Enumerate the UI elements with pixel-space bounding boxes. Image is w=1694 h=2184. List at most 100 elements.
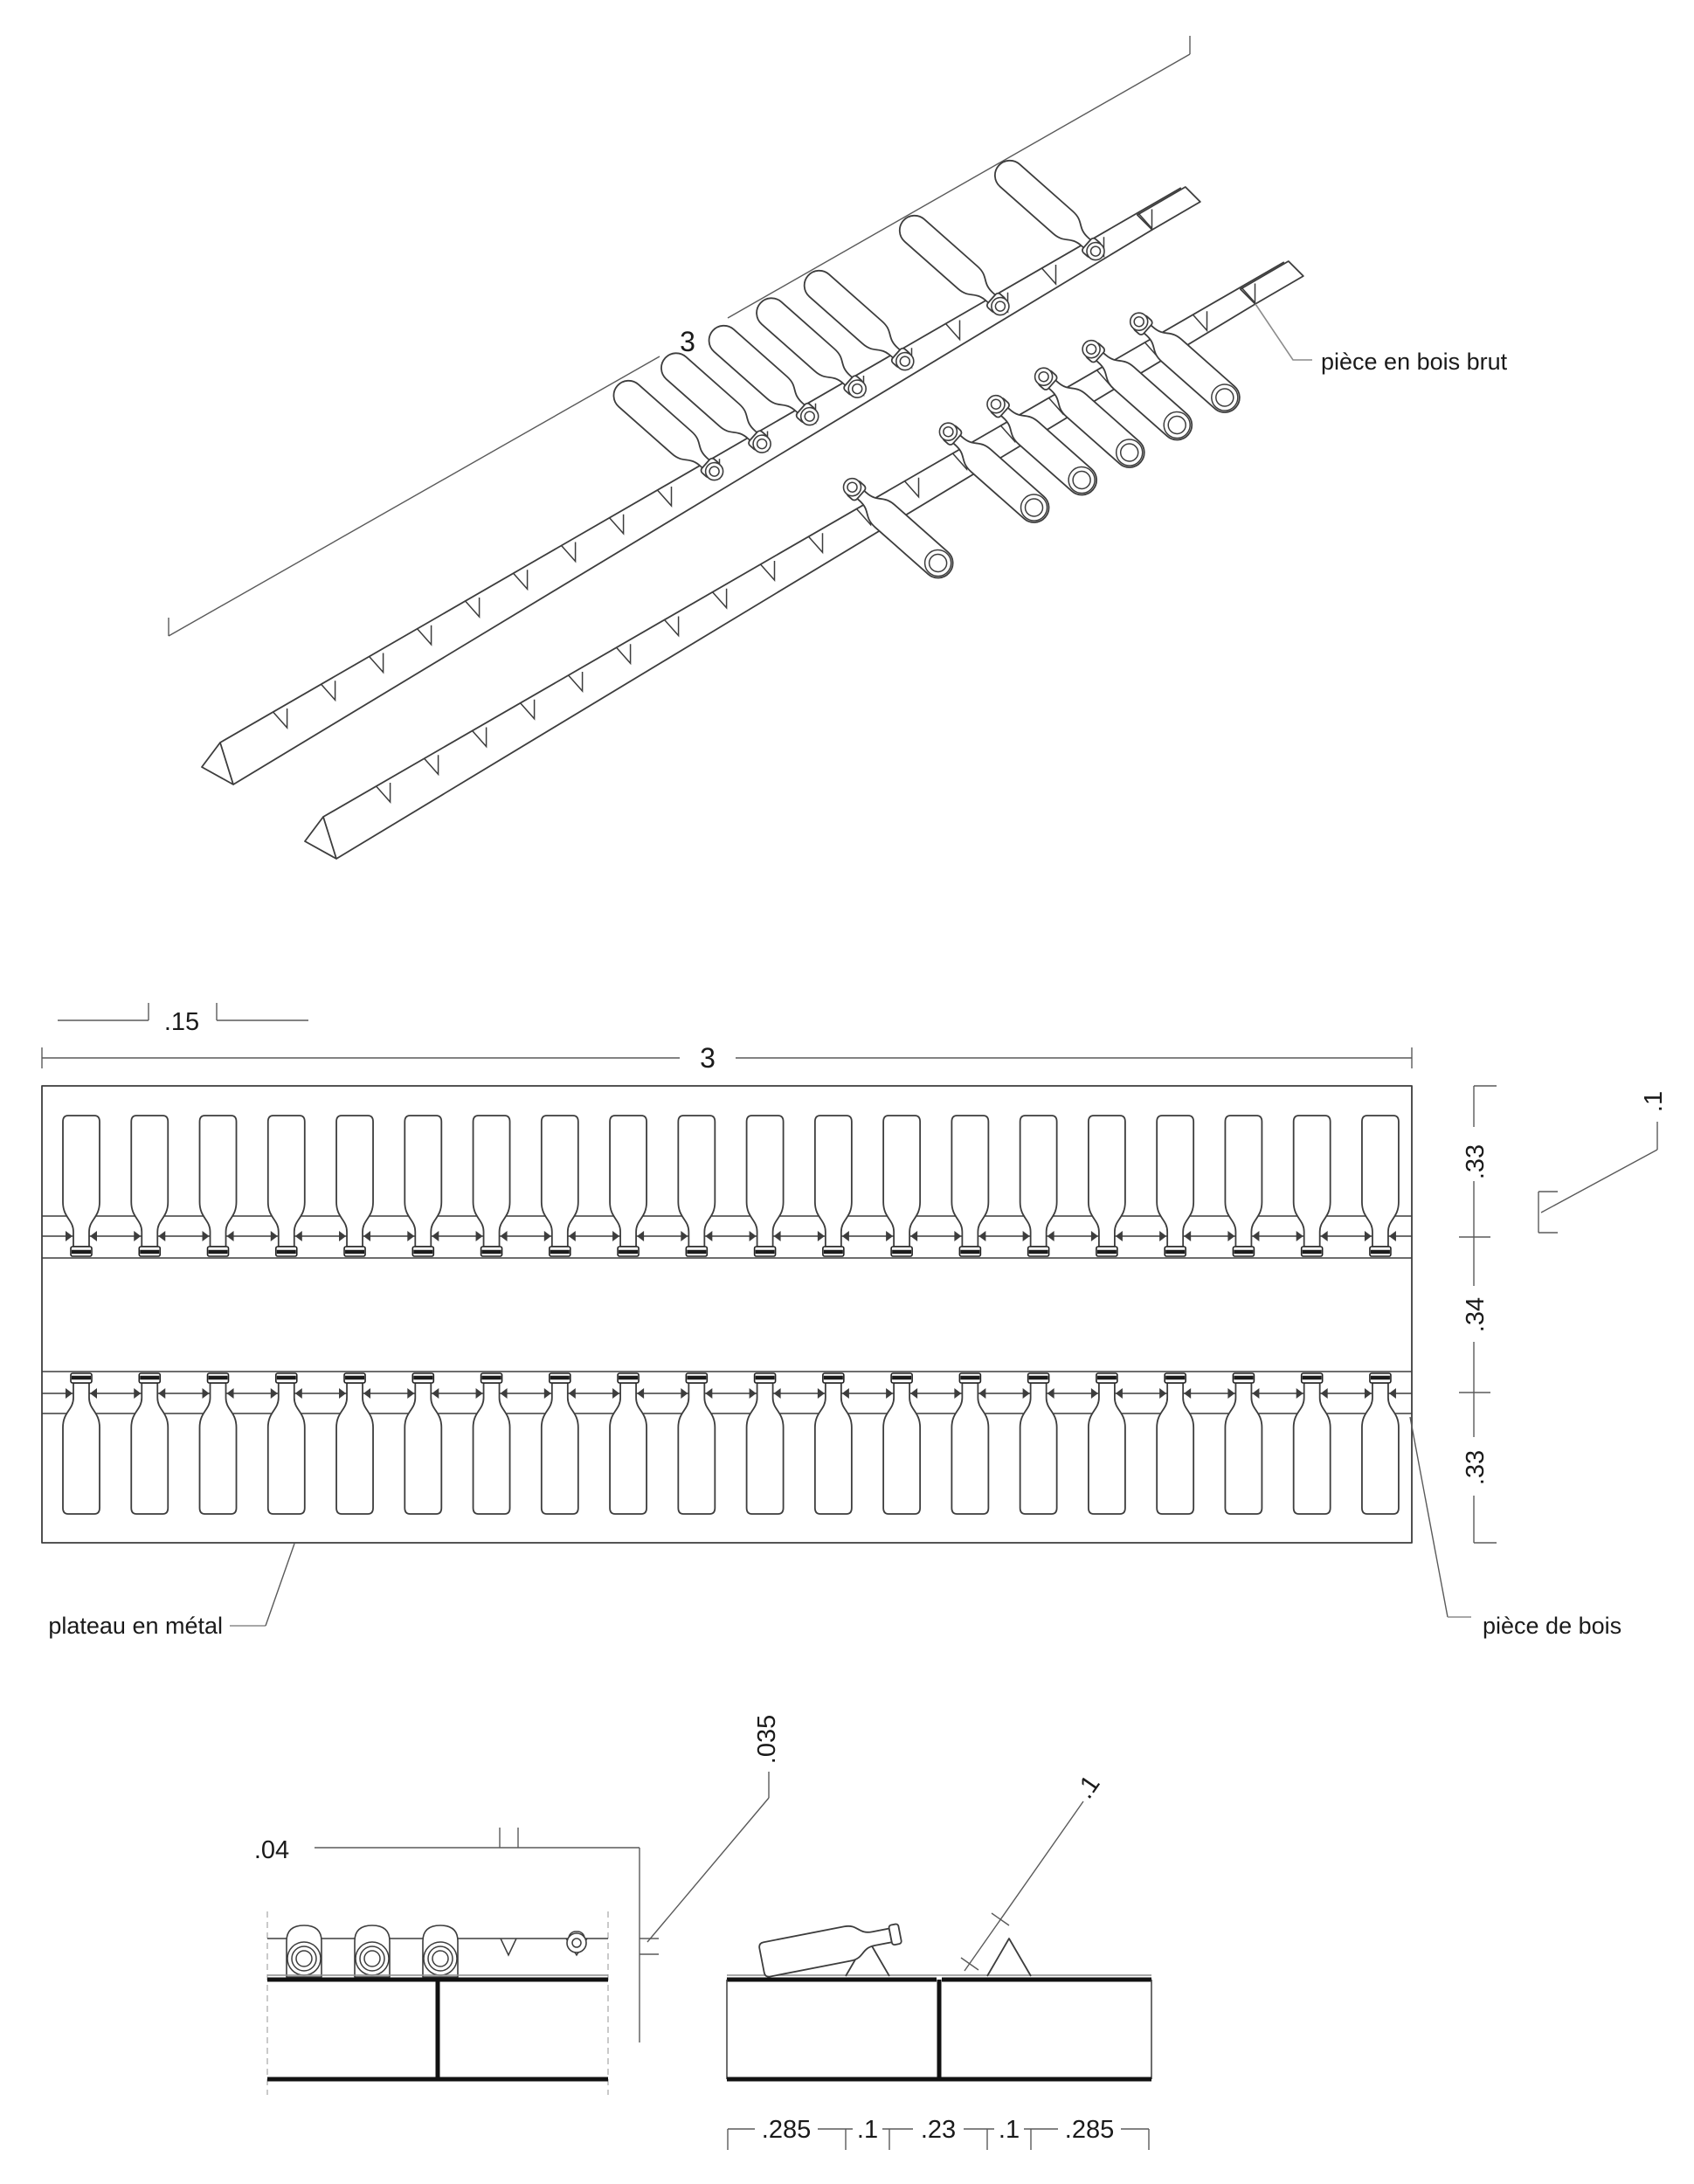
notch-mark [1320, 1231, 1328, 1241]
wine-bottle-top-row [745, 1115, 785, 1248]
bottle-base-ring [1211, 384, 1239, 411]
wine-bottle [994, 159, 1105, 261]
back-rail-notch [568, 672, 584, 693]
rail-base-tick [991, 1912, 1010, 1926]
axon-length-dim: 3 [680, 326, 695, 357]
back-rail-cut-end [1239, 260, 1304, 305]
wine-bottle-top-row [609, 1115, 647, 1248]
notch-mark [1388, 1231, 1396, 1241]
notch-mark [90, 1231, 97, 1241]
notch-mark [226, 1231, 234, 1241]
notch-mark [637, 1231, 645, 1241]
bottle-base-ring [1072, 470, 1091, 490]
bottle-base-ring [1167, 415, 1186, 435]
wine-bottle-bottom-row [813, 1382, 853, 1515]
tray-label-leader [265, 1543, 295, 1627]
notch-mark [339, 1231, 347, 1241]
wine-bottle-top-row [472, 1115, 511, 1248]
bottle-body [1046, 377, 1145, 468]
plan-width-dim: 3 [700, 1042, 716, 1074]
notch-mark [475, 1388, 483, 1399]
notch-mark [705, 1231, 713, 1241]
notch-mark [202, 1231, 210, 1241]
bottle-cap-bore [1089, 245, 1102, 257]
notch-mark [773, 1231, 781, 1241]
notch-mark [1296, 1388, 1303, 1399]
notch-mark [363, 1388, 371, 1399]
wine-bottle [756, 297, 868, 398]
notch-mark [1159, 1231, 1167, 1241]
plan-bottle-spacing-dim: .15 [164, 1008, 199, 1036]
notch-mark [1388, 1388, 1396, 1399]
back-rail-notch [807, 533, 824, 555]
wine-bottle [803, 269, 915, 371]
axonometric-view [168, 36, 1312, 860]
wine-bottle-top-row [540, 1115, 579, 1248]
back-rail-notch [759, 561, 776, 582]
notch-mark [817, 1231, 825, 1241]
labels: 3 pièce en bois brut .15 3 .33 .34 .33 .… [48, 326, 1668, 2144]
bottle-cap-bore [899, 356, 911, 367]
notch-mark [1296, 1231, 1303, 1241]
notch-mark [1184, 1231, 1192, 1241]
wine-bottle-bottom-row [609, 1382, 647, 1515]
bottle-cap-bore [756, 438, 768, 450]
notch-mark [407, 1388, 415, 1399]
bottle-body [1141, 322, 1241, 413]
wine-bottle-top-row [335, 1115, 374, 1248]
wine-bottle-bottom-row [951, 1382, 990, 1515]
notch-mark [817, 1388, 825, 1399]
bottle-profile [758, 1925, 893, 1978]
notch-mark [910, 1388, 918, 1399]
empty-notch [500, 1938, 517, 1957]
axon-part-label: pièce en bois brut [1321, 349, 1508, 375]
wine-bottle [708, 324, 819, 426]
notch-mark [637, 1388, 645, 1399]
notch-mark [1022, 1388, 1030, 1399]
notch-mark [363, 1231, 371, 1241]
notch-mark [294, 1388, 302, 1399]
notch-mark [339, 1388, 347, 1399]
wine-bottle-top-row [1019, 1115, 1058, 1248]
wine-bottle-top-row [62, 1115, 100, 1248]
bottle-cap-bore [851, 383, 863, 395]
bottle-cap-ring [1129, 312, 1149, 332]
wine-bottle-bottom-row [266, 1382, 306, 1515]
notch-mark [407, 1231, 415, 1241]
front-rail-cut-end [1136, 186, 1201, 231]
axon-dim-line [727, 53, 1191, 319]
bottle-cap-bore [804, 411, 815, 422]
notch-mark [500, 1388, 508, 1399]
bottle-lip [888, 1923, 902, 1946]
back-rail-notch [664, 616, 680, 638]
bottle-body [803, 269, 903, 361]
front-rail-notch [417, 625, 432, 646]
wine-bottle-bottom-row [335, 1382, 374, 1515]
notch-mark [475, 1231, 483, 1241]
bottle-cap-ring [1082, 339, 1101, 359]
notch-mark [749, 1231, 757, 1241]
wine-bottle-top-row [198, 1115, 238, 1248]
bottle-base-ring [1215, 388, 1234, 407]
axon-dim-line [168, 356, 660, 637]
bottle-cap-ring [938, 422, 958, 442]
notch-mark [66, 1388, 73, 1399]
wine-bottle-top-row [404, 1115, 443, 1248]
bottle-cap-ring [752, 434, 771, 453]
notch-mark [270, 1388, 278, 1399]
notch-mark [841, 1231, 849, 1241]
notch-mark [134, 1231, 142, 1241]
wine-bottle-top-row [1224, 1115, 1263, 1248]
notch-mark [1252, 1231, 1260, 1241]
bottle-body [708, 324, 808, 416]
notch-mark [1047, 1388, 1054, 1399]
wine-bottle-bottom-row [62, 1382, 100, 1515]
bottle-base-ring [928, 553, 948, 573]
notch-mark [543, 1388, 551, 1399]
plan-bottom-row-depth-dim: .33 [1462, 1450, 1490, 1485]
notch-mark [226, 1388, 234, 1399]
front-rail-notch [369, 653, 384, 674]
back-rail-notch [1240, 283, 1256, 305]
bottle-cap-bore [990, 398, 1002, 410]
bottle-cap-bore [994, 301, 1006, 312]
